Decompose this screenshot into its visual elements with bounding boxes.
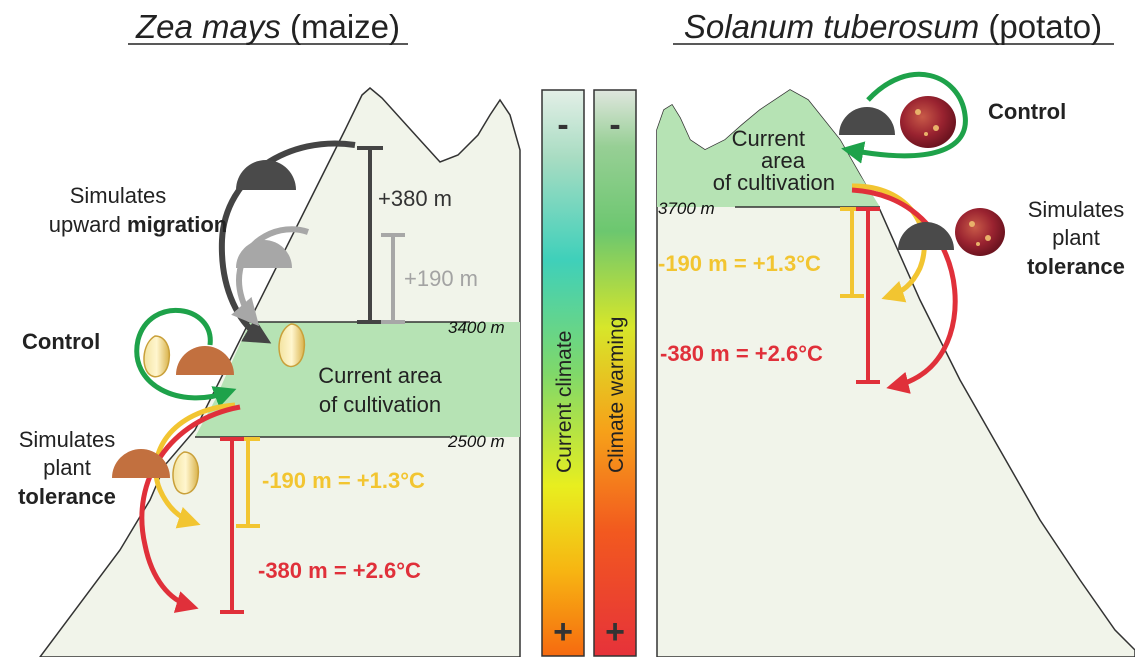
- current-climate-plus-sign: +: [553, 613, 573, 651]
- current-climate-bar: [541, 89, 585, 657]
- dark-seed-icon: [236, 160, 296, 190]
- scale-bar-minus380: [220, 437, 244, 614]
- left-minus380-label: -380 m = +2.6°C: [258, 558, 421, 583]
- right-tolerance-line1: Simulates: [1028, 197, 1125, 222]
- left-tolerance-line1: Simulates: [19, 427, 116, 452]
- left-control-seed-icon: [176, 346, 234, 375]
- left-tolerance-seed-icon: [112, 449, 170, 478]
- right-title: Solanum tuberosum (potato): [684, 8, 1102, 45]
- right-zone-label-3: of cultivation: [713, 170, 835, 195]
- left-zone-label-2: of cultivation: [319, 392, 441, 417]
- right-tolerance-seed-icon: [898, 222, 954, 250]
- plus380-label: +380 m: [378, 186, 452, 211]
- left-tolerance-line2: plant: [43, 455, 91, 480]
- climate-warming-bar: [593, 89, 637, 657]
- current-climate-label: Current climate: [553, 331, 576, 473]
- right-minus380-label: -380 m = +2.6°C: [660, 341, 823, 366]
- left-tolerance-line3: tolerance: [18, 484, 116, 509]
- migration-label-line1: Simulates: [70, 183, 167, 208]
- alt-3700-label: 3700 m: [658, 199, 715, 218]
- left-green-control-arrow: [134, 307, 237, 408]
- right-zone-label-2: area: [761, 148, 806, 173]
- grey-seed-icon: [236, 240, 292, 268]
- corn-kernel-icon: [143, 323, 306, 495]
- right-tolerance-line2: plant: [1052, 225, 1100, 250]
- left-minus190-label: -190 m = +1.3°C: [262, 468, 425, 493]
- scale-bar-plus380: [357, 146, 383, 324]
- right-green-control-arrow: [841, 71, 968, 164]
- migration-label-line2: upward migration: [49, 212, 228, 237]
- left-red-tolerance-arrow: [139, 404, 241, 613]
- right-tolerance-line3: tolerance: [1027, 254, 1125, 279]
- climate-warming-minus-sign: -: [609, 106, 620, 144]
- right-control-label: Control: [988, 99, 1066, 124]
- climate-warming-label: Climate warming: [605, 317, 628, 473]
- scale-bar-plus190: [381, 233, 405, 324]
- alt-2500-label: 2500 m: [447, 432, 505, 451]
- current-climate-minus-sign: -: [557, 106, 568, 144]
- right-zone-label-1: Current: [732, 126, 805, 151]
- right-control-seed-icon: [839, 107, 895, 135]
- plus190-label: +190 m: [404, 266, 478, 291]
- left-cultivation-zone: [195, 322, 520, 437]
- right-yellow-tolerance-arrow: [851, 183, 927, 303]
- right-cultivation-zone: [657, 90, 880, 207]
- right-red-tolerance-arrow: [851, 187, 958, 394]
- right-scale-bar-minus380: [856, 207, 880, 384]
- potato-icon: [900, 96, 1005, 256]
- left-zone-label-1: Current area: [318, 363, 442, 388]
- left-control-label: Control: [22, 329, 100, 354]
- alt-3400-label: 3400 m: [448, 318, 505, 337]
- left-title: Zea mays (maize): [135, 8, 400, 45]
- right-minus190-label: -190 m = +1.3°C: [658, 251, 821, 276]
- grey-migration-arrow: [231, 226, 310, 327]
- climate-warming-plus-sign: +: [605, 613, 625, 651]
